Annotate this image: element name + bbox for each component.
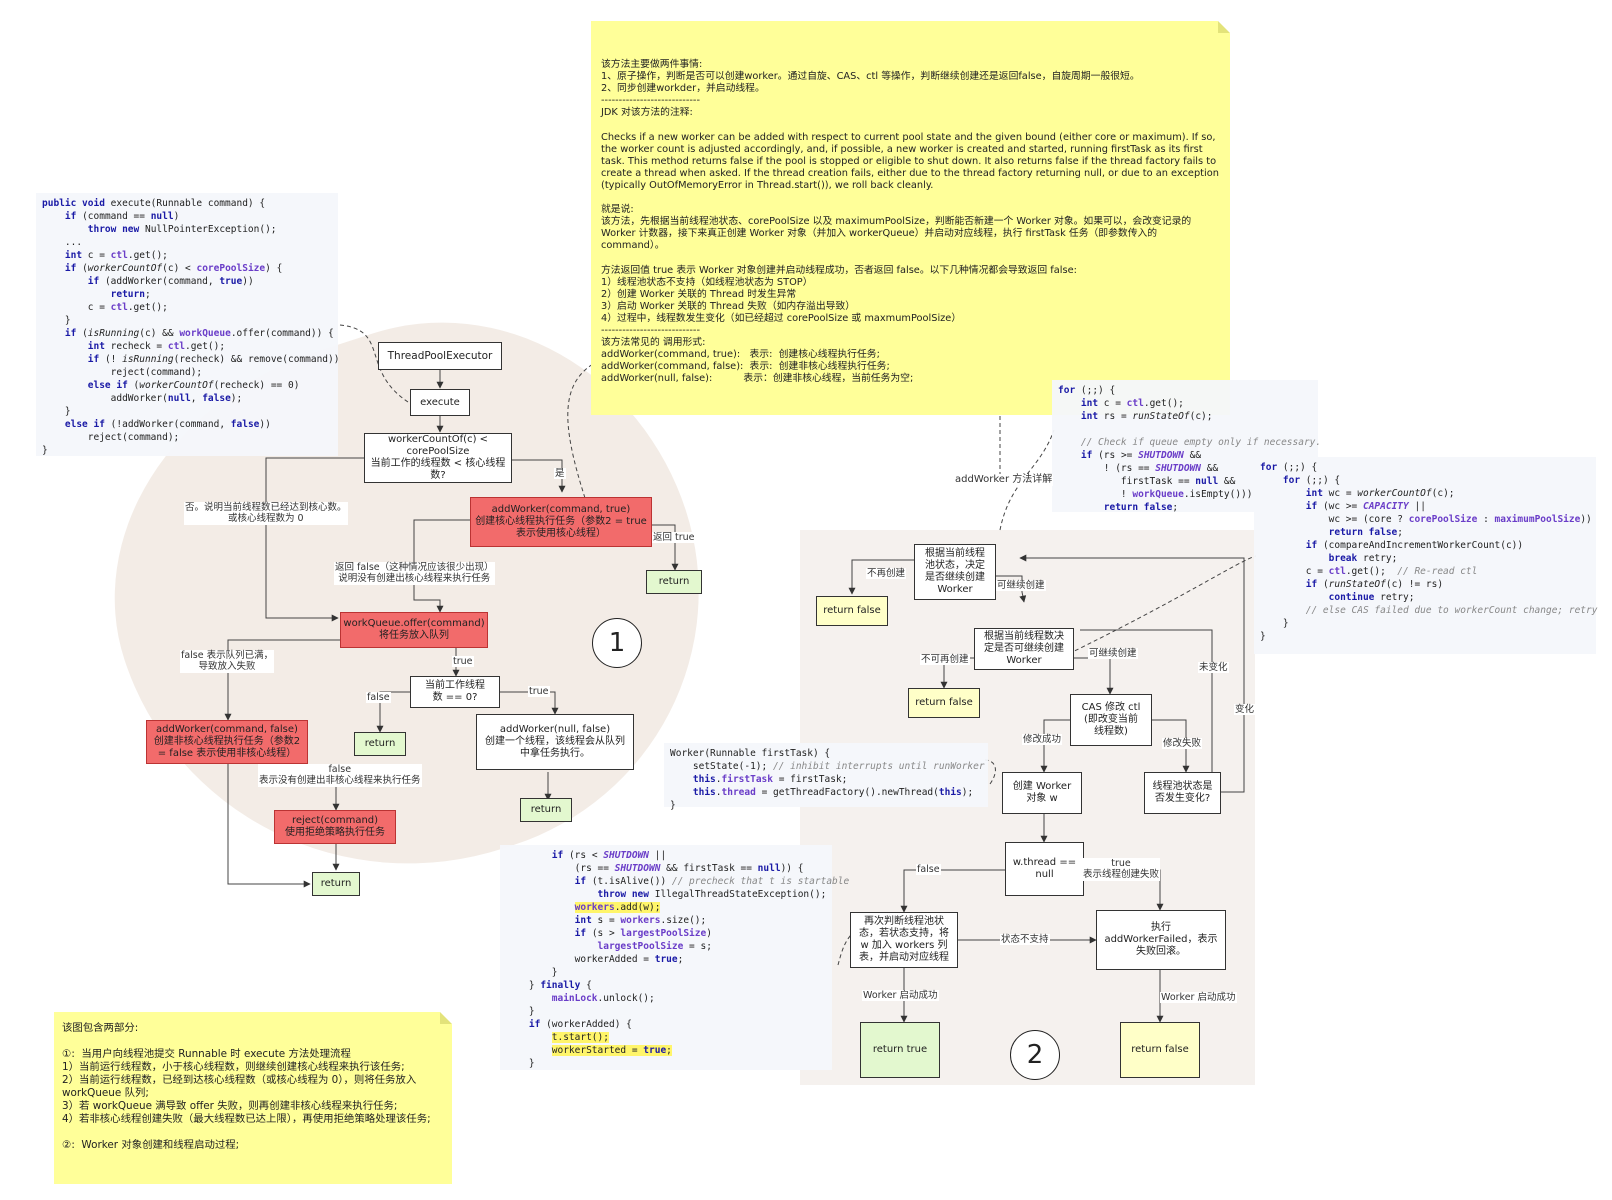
cannot-create-label-2: 不可再创建 (920, 654, 970, 666)
thread-null-false-label: false (916, 864, 941, 876)
add-worker-null-node: addWorker(null, false) 创建一个线程，该线程会从队列 中拿… (476, 714, 634, 770)
thread-pool-executor-node: ThreadPoolExecutor (378, 342, 502, 370)
cas-modify-ctl-node: CAS 修改 ctl (即改变当前 线程数) (1070, 694, 1152, 746)
return-true-node: return true (860, 1022, 940, 1078)
return-false-node-1: return false (816, 596, 888, 626)
part1-circle-label: 1 (592, 618, 642, 668)
return-node-3: return (520, 798, 572, 822)
cas-success-label: 修改成功 (1022, 734, 1063, 746)
add-worker-failed-node: 执行 addWorkerFailed，表示 失败回滚。 (1096, 910, 1226, 970)
return-node-2: return (354, 732, 406, 756)
recheck-state-node: 再次判断线程池状 态，若状态支持，将 w 加入 workers 列 表，并启动对… (850, 912, 958, 968)
return-false-core-label: 返回 false（这种情况应该很少出现） 说明没有创建出核心线程来执行任务 (334, 562, 495, 585)
summary-note-fold-corner (440, 1012, 452, 1024)
yes-label: 是 (554, 468, 566, 480)
part2-circle-label: 2 (1010, 1030, 1060, 1080)
addworker-description-note: 该方法主要做两件事情: 1、原子操作，判断是否可以创建worker。通过自旋、C… (591, 21, 1230, 415)
return-false-node-3: return false (1120, 1022, 1200, 1078)
offer-true-label: true (452, 656, 474, 668)
can-continue-label-2: 可继续创建 (1088, 648, 1138, 660)
return-node-1: return (646, 570, 702, 594)
worker-count-code-snippet: for (;;) { for (;;) { int wc = workerCou… (1254, 457, 1597, 654)
worker-constructor-code-snippet: Worker(Runnable firstTask) { setState(-1… (664, 743, 988, 811)
return-false-node-2: return false (908, 688, 980, 718)
changed-label: 变化 (1234, 704, 1256, 716)
addworker-detail-label: addWorker 方法详解 (954, 474, 1054, 486)
check-pool-state-node: 根据当前线程 池状态，决定 是否继续创建 Worker (914, 544, 996, 600)
create-worker-node: 创建 Worker 对象 w (1002, 772, 1082, 814)
not-below-core-label: 否。说明当前线程数已经达到核心数。 或核心线程数为 0 (184, 502, 348, 525)
worker-started-label-2: Worker 启动成功 (1160, 992, 1237, 1004)
check-worker-count-node: 根据当前线程数决 定是否可继续创建 Worker (974, 628, 1074, 670)
unchanged-label: 未变化 (1198, 662, 1229, 674)
offer-false-label: false 表示队列已满， 导致放入失败 (180, 650, 275, 673)
execute-code-snippet: public void execute(Runnable command) { … (36, 193, 339, 456)
cannot-create-label-1: 不再创建 (866, 568, 907, 580)
check-worker-zero-node: 当前工作线程 数 == 0? (410, 676, 500, 708)
noncore-false-label: false 表示没有创建出非核心线程来执行任务 (258, 764, 422, 787)
return-node-4: return (312, 872, 360, 896)
pool-state-changed-node: 线程池状态是 否发生变化? (1144, 772, 1221, 814)
state-unsupported-label: 状态不支持 (1000, 934, 1050, 946)
return-true-label: 返回 true (652, 532, 696, 544)
add-worker-core-node: addWorker(command, true) 创建核心线程执行任务（参数2 … (470, 497, 652, 547)
add-worker-noncore-node: addWorker(command, false) 创建非核心线程执行任务（参数… (146, 720, 308, 764)
note-fold-corner (1218, 21, 1230, 33)
summary-note: 该图包含两部分: ①: 当用户向线程池提交 Runnable 时 execute… (54, 1012, 452, 1184)
cas-fail-label: 修改失败 (1162, 738, 1203, 750)
worker-started-label-1: Worker 启动成功 (862, 990, 939, 1002)
check-core-pool-size-node: workerCountOf(c) < corePoolSize 当前工作的线程数… (364, 433, 512, 483)
thread-null-true-label: true 表示线程创建失败 (1082, 858, 1161, 881)
worker-start-code-snippet: if (rs < SHUTDOWN || (rs == SHUTDOWN && … (500, 845, 849, 1070)
zero-false-label: false (366, 692, 391, 704)
work-queue-offer-node: workQueue.offer(command) 将任务放入队列 (340, 612, 488, 648)
zero-true-label: true (528, 686, 550, 698)
reject-node: reject(command) 使用拒绝策略执行任务 (274, 810, 396, 844)
thread-null-check-node: w.thread == null (1005, 842, 1084, 896)
can-continue-label-1: 可继续创建 (996, 580, 1046, 592)
execute-node: execute (410, 389, 470, 416)
